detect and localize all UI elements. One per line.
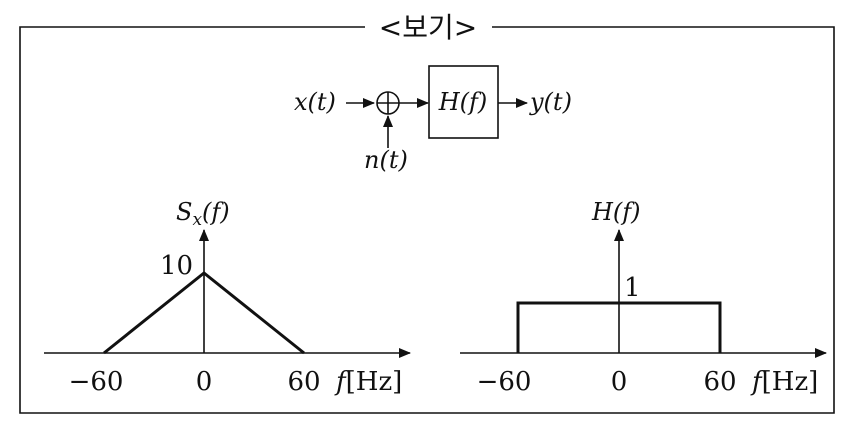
right-xlabel: f[Hz] [750,367,818,397]
left-spectrum-line [103,271,305,355]
left-tick-60: 60 [287,367,320,397]
left-ylabel: Sx(f) [176,198,230,230]
noise-label: n(t) [364,146,408,174]
left-tick-neg60: −60 [69,367,124,397]
filter-block-label: H(f) [438,88,488,116]
left-xlabel: f[Hz] [334,367,402,397]
right-tick-neg60: −60 [477,367,532,397]
filter-block [428,65,499,139]
plot-left: Sx(f) 10 −60 0 60 f[Hz] [44,198,411,397]
input-label: x(t) [294,88,336,116]
outer-frame [19,26,835,414]
right-tick-0: 0 [611,367,628,397]
left-tick-0: 0 [196,367,213,397]
output-label: y(t) [529,88,572,116]
left-ylabel-sub: x [192,210,202,230]
frame-title: <보기> [379,11,477,44]
left-ylabel-arg: (f) [202,198,230,226]
plot-right: H(f) 1 −60 0 60 f[Hz] [460,198,827,397]
right-xlabel-unit: [Hz] [762,367,819,397]
block-diagram: x(t) n(t) H(f) y(t) [294,65,572,174]
right-filter-line [516,301,722,353]
left-peak-label: 10 [160,251,193,281]
right-tick-60: 60 [703,367,736,397]
left-xlabel-unit: [Hz] [346,367,403,397]
right-ylabel: H(f) [591,198,641,226]
left-ylabel-main: S [176,198,192,226]
right-level-label: 1 [624,273,641,303]
